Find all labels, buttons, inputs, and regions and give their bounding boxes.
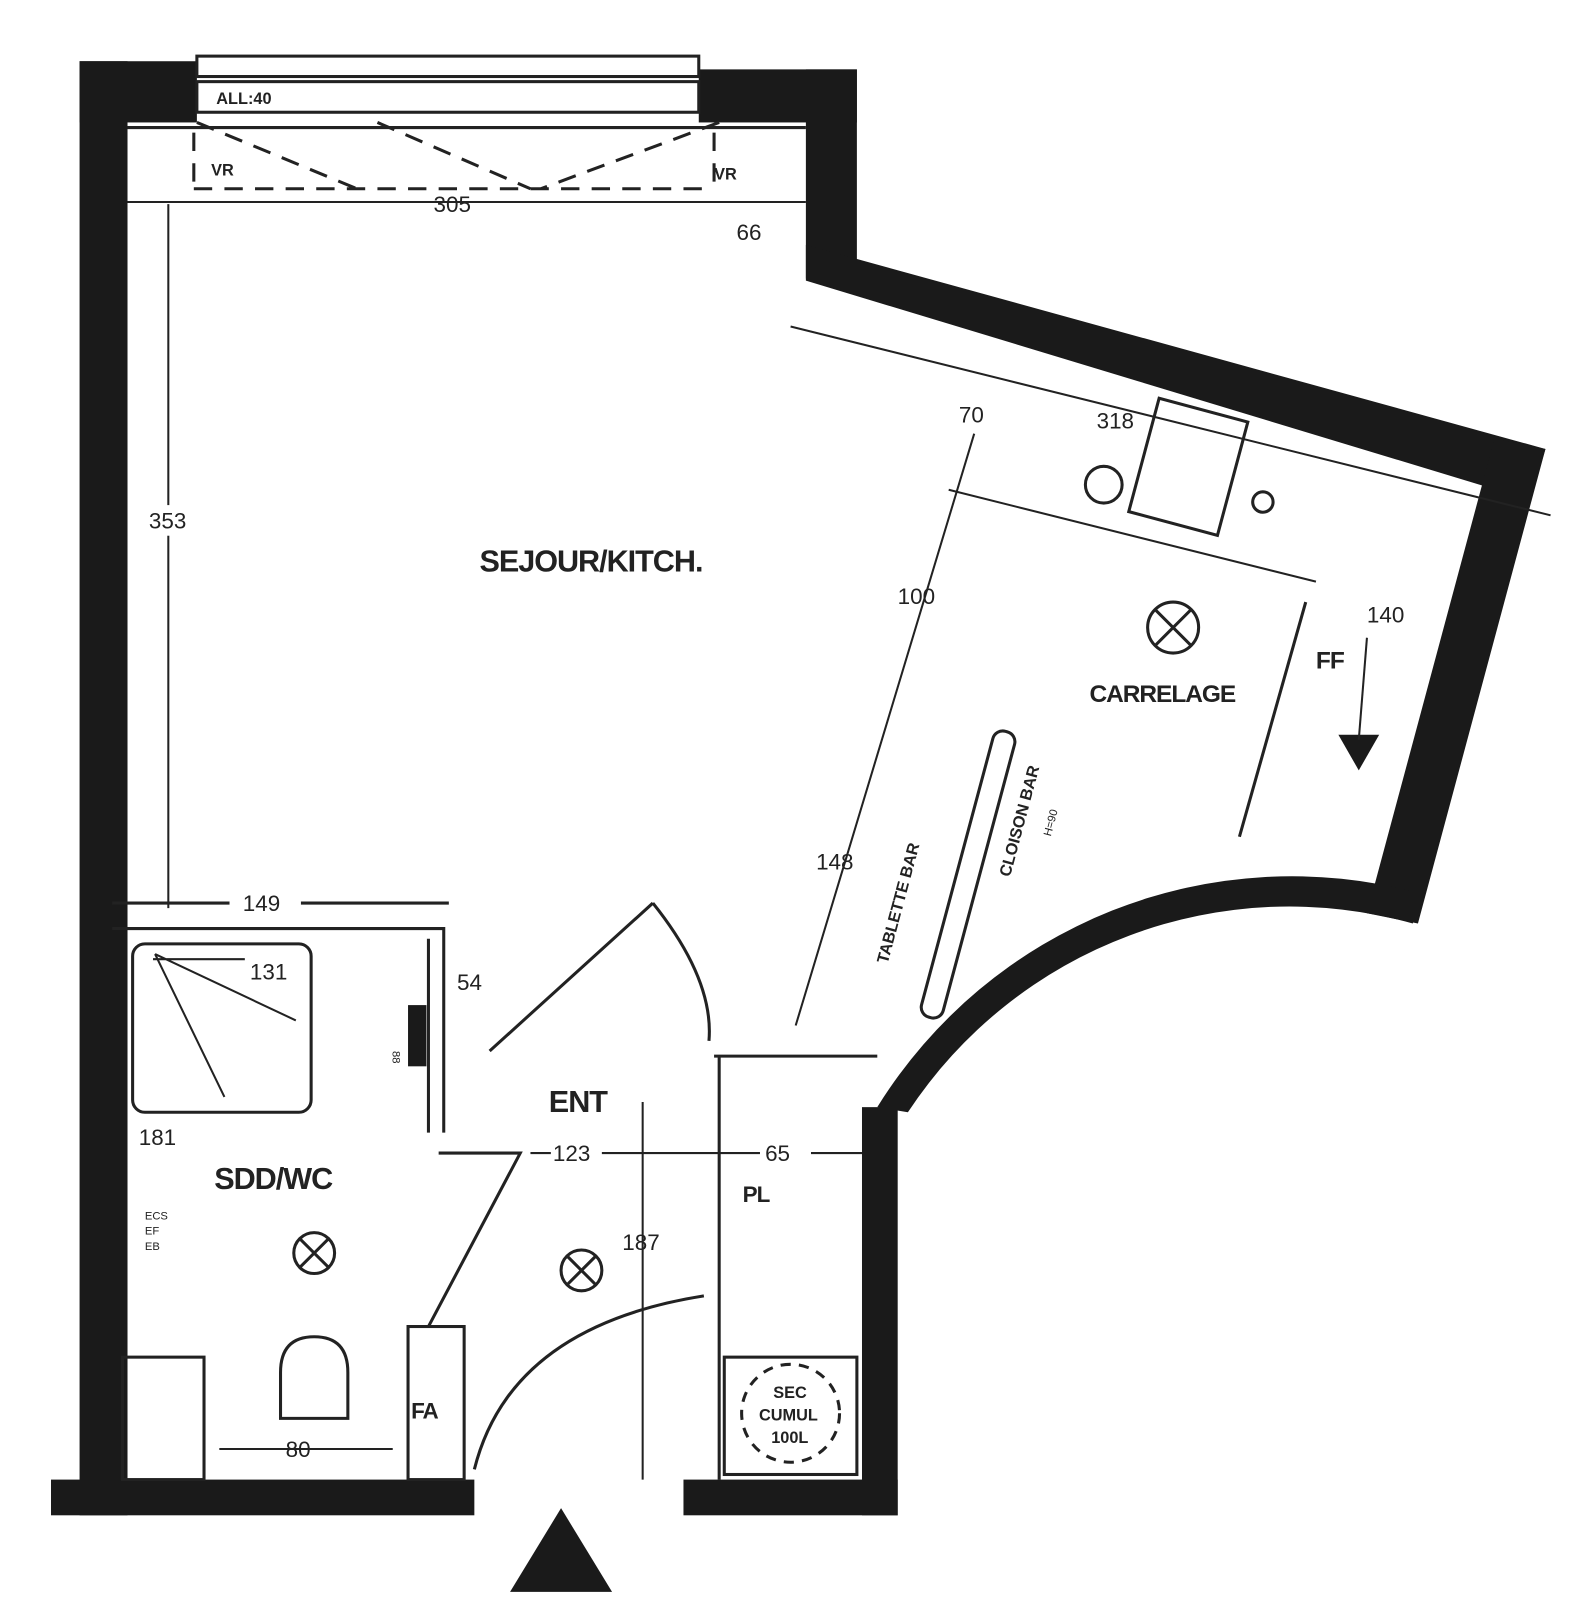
dimension-88: 88 [390,1051,402,1063]
fridge-label: FF [1316,647,1345,674]
dimension-54: 54 [457,970,482,995]
window-label: ALL:40 [216,90,271,108]
hob-label: 318 [1097,409,1134,434]
ecs-label: ECS [145,1210,168,1222]
ceiling-light-icon [1146,600,1201,655]
walls [51,61,1546,1516]
dimension-140: 140 [1367,602,1404,627]
wardrobe-label: FA [411,1398,438,1423]
ceiling-light-icon [292,1231,337,1275]
room-label-carrelage: CARRELAGE [1089,681,1235,708]
dimension-66: 66 [737,220,762,245]
bathroom: 149 131 54 88 181 SDD/WC ECS EF EB 80 [112,889,523,1482]
bar-height-label: H=90 [1042,808,1061,837]
dimension-181: 181 [139,1125,176,1150]
dimension-148: 148 [816,849,853,874]
dimension-149: 149 [243,891,280,916]
dimension-70: 70 [959,402,984,427]
window: ALL:40 VR VR 305 66 [127,54,806,245]
shutter-label-left: VR [211,162,234,180]
dimension-305: 305 [434,192,471,217]
entry: ENT 123 65 187 FA PL SEC CUMUL 100L [406,901,878,1482]
bar-shelf-label: TABLETTE BAR [874,841,923,966]
room-label-entry: ENT [549,1085,608,1119]
dimension-131: 131 [250,960,287,985]
dimension-65: 65 [765,1141,790,1166]
ceiling-light-icon [559,1248,604,1293]
arrow-icon [1338,734,1380,771]
shutter-label-right: VR [714,166,737,184]
water-heater-label-1: SEC [773,1384,807,1402]
water-heater-label-3: 100L [771,1429,808,1447]
dimension-80: 80 [286,1437,311,1462]
water-heater-label-2: CUMUL [759,1406,818,1424]
dimension-187: 187 [622,1230,659,1255]
dimension-123: 123 [553,1141,590,1166]
toilet-icon [278,1335,350,1420]
room-label-bath: SDD/WC [214,1162,333,1196]
ef-label: EF [145,1226,159,1238]
room-label-living: SEJOUR/KITCH. [479,544,702,578]
dimension-353: 353 [149,509,186,534]
dimension-100: 100 [898,584,935,609]
eb-label: EB [145,1241,160,1253]
room-label-closet: PL [743,1182,771,1207]
entrance-arrow-icon [510,1508,613,1592]
